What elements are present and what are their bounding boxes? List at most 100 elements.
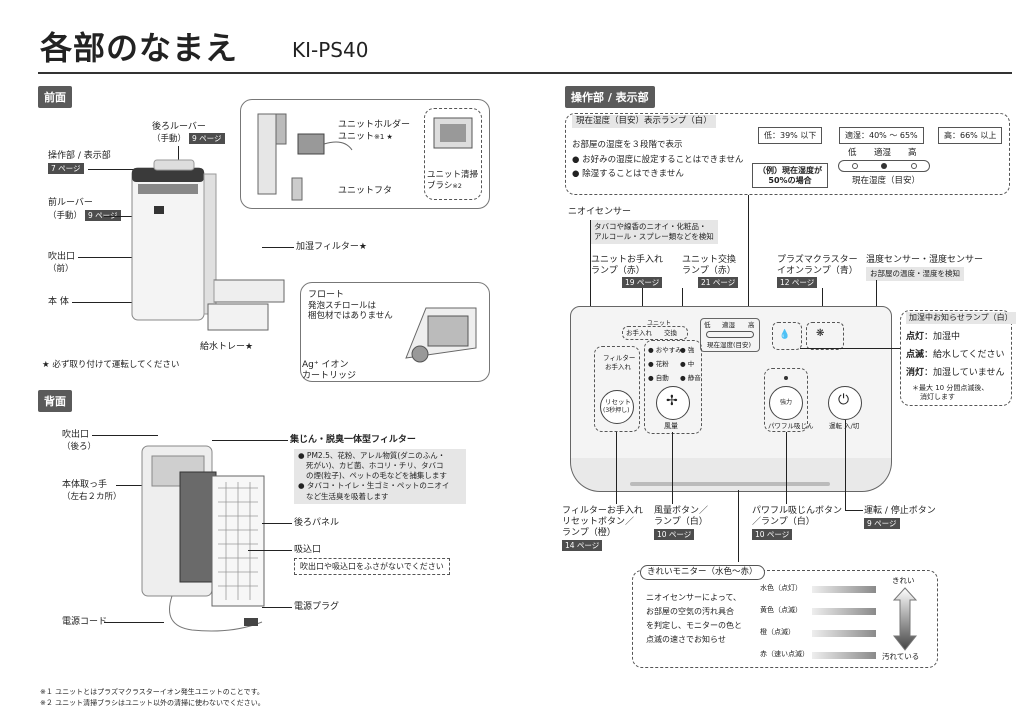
leader-inlet — [248, 550, 292, 551]
control-panel-label: 操作部 / 表示部 — [48, 151, 111, 161]
level-high: 高：66% 以上 — [938, 127, 1003, 144]
back-unit-illustration — [141, 445, 265, 632]
float-note-1: 発泡スチロールは — [308, 301, 377, 311]
front-outlet-sub: （前） — [48, 264, 74, 274]
scale-dot-high — [911, 163, 917, 169]
humidity-bullet-1: ● お好みの湿度に設定することはできません — [572, 155, 744, 165]
fan-page: 10 ページ — [654, 529, 695, 540]
leader-humidity — [748, 195, 749, 313]
leader-power — [845, 420, 846, 510]
scale-label: 現在湿度（目安） — [852, 176, 921, 186]
brush-label: ユニット清掃 — [427, 170, 479, 180]
leader-filter — [262, 247, 294, 248]
leader-filter-reset — [616, 432, 617, 504]
leader-rear-panel — [262, 523, 292, 524]
back-outlet-label: 吹出口 — [62, 430, 90, 440]
notice-on: 点灯：加湿中 — [906, 332, 961, 342]
notice-note-2: 消灯します — [920, 393, 955, 401]
dev-power-suction-label: パワフル吸じん — [768, 422, 814, 430]
model-number: KI-PS40 — [292, 38, 369, 62]
power-suction-button[interactable] — [769, 386, 803, 420]
filter-reset-label-1: フィルターお手入れ — [562, 506, 643, 516]
humidity-box — [565, 113, 1010, 195]
color-bar-1 — [812, 586, 876, 593]
page-title: 各部のなまえ — [40, 29, 239, 67]
dev-mid-label: 適湿 — [722, 321, 735, 329]
water-tray-label: 給水トレー★ — [200, 342, 254, 352]
back-header: 背面 — [38, 390, 72, 412]
fan-icon: ✢ — [666, 393, 678, 409]
dev-humidity-lamps — [706, 331, 754, 338]
example-box: （例）現在湿度が 50%の場合 — [752, 163, 828, 189]
humidity-desc: お部屋の湿度を３段階で表示 — [572, 140, 683, 150]
inlet-label: 吸込口 — [294, 545, 322, 555]
cord-label: 電源コード — [62, 617, 108, 627]
brush-label-2: ブラシ※2 — [427, 181, 462, 191]
float-label: フロート — [308, 290, 345, 300]
filter-reset-page: 14 ページ — [562, 540, 603, 551]
fan-button-label-1: 風量ボタン／ — [654, 506, 709, 516]
color-bar-4 — [812, 652, 876, 659]
gradient-arrow-icon — [892, 587, 918, 651]
front-louver-sub: （手動）9 ページ — [48, 210, 121, 222]
pci-lamp-label-2: イオンランプ（青） — [777, 266, 858, 276]
temp-sensor-label: 温度センサー・湿度センサー — [866, 255, 984, 265]
leader-handle — [116, 485, 152, 486]
power-page: 9 ページ — [864, 518, 900, 529]
leader-fan — [672, 432, 673, 504]
footnote-1: ※１ ユニットとはプラズマクラスターイオン発生ユニットのことです。 — [40, 688, 264, 696]
scale-bar — [838, 160, 930, 172]
monitor-desc-3: を判定し、モニターの色と — [646, 621, 742, 630]
unit-care-label: ユニットお手入れ — [591, 255, 664, 265]
scale-low: 低 — [848, 148, 857, 158]
leader-rear-louver — [178, 146, 179, 164]
power-suction-lamp — [784, 376, 788, 380]
fan-frame — [644, 340, 702, 434]
unit-care-page: 19 ページ — [622, 277, 663, 288]
brush-box — [424, 108, 482, 200]
humidity-display-frame — [700, 318, 760, 352]
notice-title: 加湿中お知らせランプ（白） — [906, 312, 1016, 324]
handle-label: 本体取っ手 — [62, 480, 108, 490]
dev-low-label: 低 — [704, 321, 711, 329]
notice-box — [900, 310, 1012, 406]
inlet-note: 吹出口や吸込口をふさがないでください — [294, 558, 450, 575]
clean-label: きれい — [892, 576, 915, 585]
dev-reset-label: リセット — [605, 398, 631, 406]
control-panel-page: 7 ページ — [48, 163, 84, 174]
filter-reset-label-3: ランプ（橙） — [562, 528, 616, 538]
dev-sleep-label: ● おやすみ — [648, 346, 682, 354]
monitor-box — [632, 570, 938, 668]
power-button[interactable] — [828, 386, 862, 420]
unit-replace-label-2: ランプ（赤） — [682, 266, 736, 276]
rear-louver-page: 9 ページ — [189, 133, 225, 144]
filter-reset-button[interactable] — [600, 390, 634, 424]
handle-sub: （左右２カ所） — [62, 492, 122, 502]
dev-humidity-label: 現在湿度(目安) — [707, 341, 752, 349]
unit-holder-label: ユニットホルダー — [338, 120, 411, 130]
rear-louver-sub: （手動）9 ページ — [152, 133, 225, 145]
rear-louver-label: 後ろルーバー — [152, 122, 206, 132]
dev-fan-label: 風量 — [664, 422, 678, 430]
power-suction-frame — [764, 368, 808, 432]
color-label-2: 黄色（点滅） — [760, 606, 802, 614]
dev-medium-label: ● 中 — [680, 360, 695, 368]
dev-filter-label-2: お手入れ — [605, 363, 631, 371]
humidity-lamp-title: 現在湿度（目安）表示ランプ（白） — [572, 115, 716, 128]
dev-boost-label: 強力 — [780, 399, 793, 406]
humidity-indicator-icon: 💧 — [779, 330, 791, 340]
level-mid: 適湿：40% ～ 65% — [839, 127, 924, 144]
scale-high: 高 — [908, 148, 917, 158]
power-button-label: 運転 / 停止ボタン — [864, 506, 936, 516]
power-suction-label-2: ／ランプ（白） — [752, 517, 815, 527]
leader-power-suction — [786, 432, 787, 504]
dirty-label: 汚れている — [882, 652, 920, 661]
pci-lamp-frame — [806, 322, 844, 350]
float-box — [300, 282, 490, 382]
monitor-title: きれいモニター（水色～赤） — [640, 565, 765, 580]
fan-button[interactable] — [656, 386, 690, 420]
dev-pollen-label: ● 花粉 — [648, 360, 669, 368]
unit-replace-label: ユニット交換 — [682, 255, 737, 265]
leader-plug — [262, 607, 292, 608]
notice-blink: 点滅：給水してください — [906, 350, 1005, 360]
